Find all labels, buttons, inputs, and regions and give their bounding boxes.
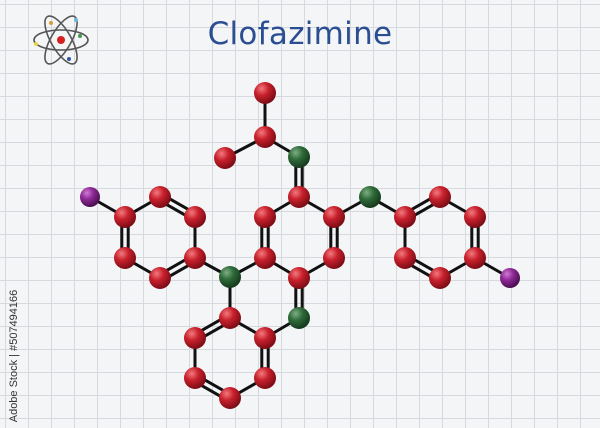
carbon-atom bbox=[288, 267, 310, 289]
carbon-atom bbox=[464, 247, 486, 269]
carbon-atom bbox=[214, 147, 236, 169]
carbon-atom bbox=[429, 267, 451, 289]
carbon-atom bbox=[323, 247, 345, 269]
carbon-atom bbox=[254, 327, 276, 349]
carbon-atom bbox=[288, 186, 310, 208]
nitrogen-atom bbox=[288, 307, 310, 329]
carbon-atom bbox=[394, 247, 416, 269]
carbon-atom bbox=[114, 247, 136, 269]
carbon-atom bbox=[184, 367, 206, 389]
carbon-atom bbox=[254, 126, 276, 148]
atom-logo-icon bbox=[31, 11, 91, 71]
carbon-atom bbox=[254, 367, 276, 389]
carbon-atom bbox=[114, 206, 136, 228]
carbon-atom bbox=[254, 206, 276, 228]
molecule-title: Clofazimine bbox=[207, 16, 393, 52]
carbon-atom bbox=[429, 186, 451, 208]
nitrogen-atom bbox=[219, 266, 241, 288]
chlorine-atom bbox=[500, 268, 520, 288]
carbon-atom bbox=[323, 206, 345, 228]
carbon-atom bbox=[254, 247, 276, 269]
nitrogen-atom bbox=[288, 146, 310, 168]
carbon-atom bbox=[219, 387, 241, 409]
carbon-atom bbox=[149, 186, 171, 208]
carbon-atom bbox=[464, 206, 486, 228]
carbon-atom bbox=[149, 267, 171, 289]
carbon-atom bbox=[219, 307, 241, 329]
carbon-atom bbox=[184, 327, 206, 349]
carbon-atom bbox=[394, 206, 416, 228]
carbon-atom bbox=[184, 206, 206, 228]
nitrogen-atom bbox=[359, 186, 381, 208]
carbon-atom bbox=[254, 82, 276, 104]
carbon-atom bbox=[184, 247, 206, 269]
chlorine-atom bbox=[80, 187, 100, 207]
